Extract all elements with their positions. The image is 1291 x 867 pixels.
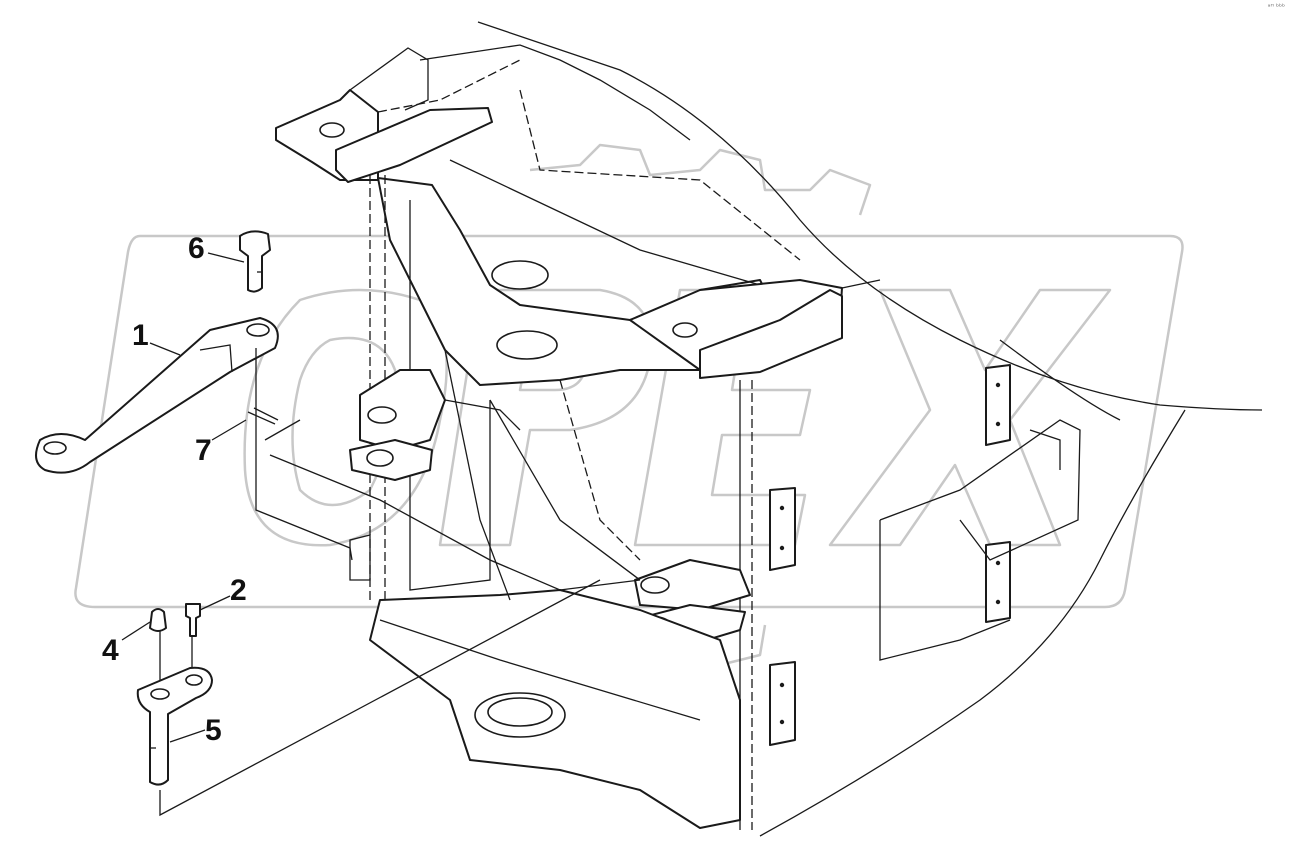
callout-4: 4 (102, 621, 151, 667)
part-1-lever-arm (35, 317, 279, 474)
svg-text:1: 1 (132, 319, 149, 352)
corner-mark: ᵃᴴ ᵇᵇᵇ (1267, 3, 1285, 11)
part-2-bolt (185, 603, 201, 637)
callout-2: 2 (199, 574, 247, 611)
part-4-grease-fitting (149, 608, 167, 632)
svg-text:6: 6 (188, 232, 205, 265)
front-frame (275, 44, 1081, 830)
part-7-cotter (247, 407, 301, 441)
svg-text:2: 2 (230, 574, 247, 607)
svg-text:7: 7 (195, 434, 212, 467)
callout-7: 7 (195, 419, 247, 467)
part-6-pin (239, 230, 271, 293)
callout-5: 5 (169, 714, 222, 747)
callout-6: 6 (188, 232, 245, 265)
svg-text:4: 4 (102, 634, 119, 667)
callout-1: 1 (132, 319, 181, 356)
rear-body-contour (477, 21, 1263, 837)
part-5-pin-with-plate (136, 666, 213, 786)
svg-text:5: 5 (205, 714, 222, 747)
